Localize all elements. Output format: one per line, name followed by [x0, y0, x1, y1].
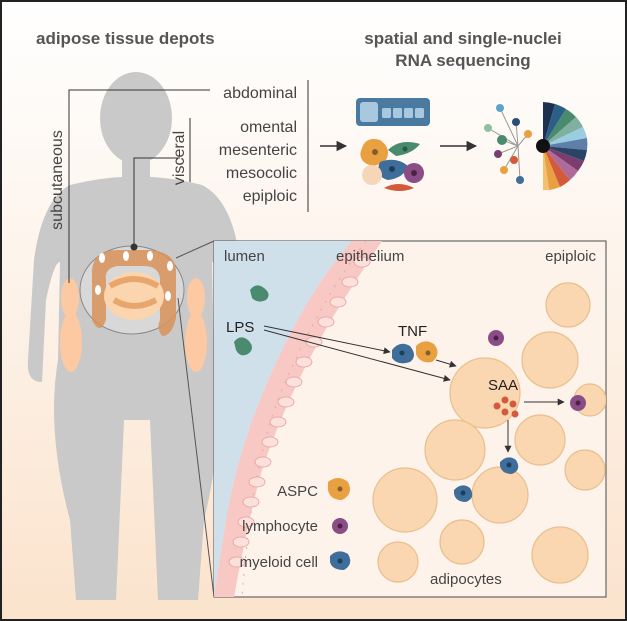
- heading-right-line1: spatial and single-nuclei: [364, 29, 561, 48]
- network-graph-icon: [484, 104, 532, 184]
- label-saa: SAA: [488, 377, 518, 394]
- single-nuclei-cells-icon: [360, 139, 424, 191]
- label-lps: LPS: [226, 319, 254, 336]
- label-visceral: visceral: [171, 131, 188, 185]
- magnified-panel: lumen epithelium epiploic LPS TNF SAA ad…: [213, 240, 607, 598]
- lymphocyte-right: [570, 395, 586, 411]
- panel-label-epithelium: epithelium: [336, 248, 404, 265]
- arrow-tnf-adipocyte: [435, 359, 457, 368]
- abdominal-cavity: [79, 245, 185, 336]
- spatial-slide-icon: [356, 98, 430, 126]
- heading-left: adipose tissue depots: [36, 29, 215, 48]
- label-adipocytes: adipocytes: [430, 571, 502, 588]
- aspc-cell-icon: [328, 478, 350, 500]
- legend-label-aspc: ASPC: [277, 483, 318, 500]
- label-mesenteric: mesenteric: [219, 142, 297, 159]
- zoom-lines: [175, 240, 215, 598]
- cluster-wheel-icon: [536, 102, 588, 191]
- myeloid-cell-below-saa: [500, 457, 519, 474]
- myeloid-cell-tnf: [392, 343, 414, 364]
- label-subcutaneous: subcutaneous: [49, 130, 66, 230]
- panel-label-epiploic: epiploic: [545, 248, 596, 265]
- aspc-cell-tnf: [416, 341, 438, 363]
- lymphocyte-icon: [332, 518, 348, 534]
- myeloid-cell-icon: [330, 551, 351, 570]
- lumen-area: [214, 241, 352, 597]
- myeloid-cell-middle: [454, 485, 473, 502]
- panel-label-lumen: lumen: [224, 248, 265, 265]
- legend-label-lymphocyte: lymphocyte: [242, 518, 318, 535]
- subcutaneous-fat: [60, 278, 207, 372]
- legend: ASPC lymphocyte myeloid cell: [240, 478, 351, 571]
- adipocyte-cluster: [372, 282, 606, 584]
- label-mesocolic: mesocolic: [226, 165, 297, 182]
- label-epiploic: epiploic: [243, 188, 297, 205]
- leader-lines: [68, 80, 309, 283]
- label-omental: omental: [240, 119, 297, 136]
- label-tnf: TNF: [398, 323, 427, 340]
- bacteria: [234, 285, 269, 356]
- lymphocyte-top: [488, 330, 504, 346]
- arrow-lps-adipocyte: [263, 329, 451, 382]
- label-abdominal: abdominal: [223, 85, 297, 102]
- legend-label-myeloid: myeloid cell: [240, 554, 318, 571]
- heading-right-line2: RNA sequencing: [395, 51, 530, 70]
- arrow-lps-tnf: [263, 325, 391, 355]
- saa-cluster: [493, 396, 519, 418]
